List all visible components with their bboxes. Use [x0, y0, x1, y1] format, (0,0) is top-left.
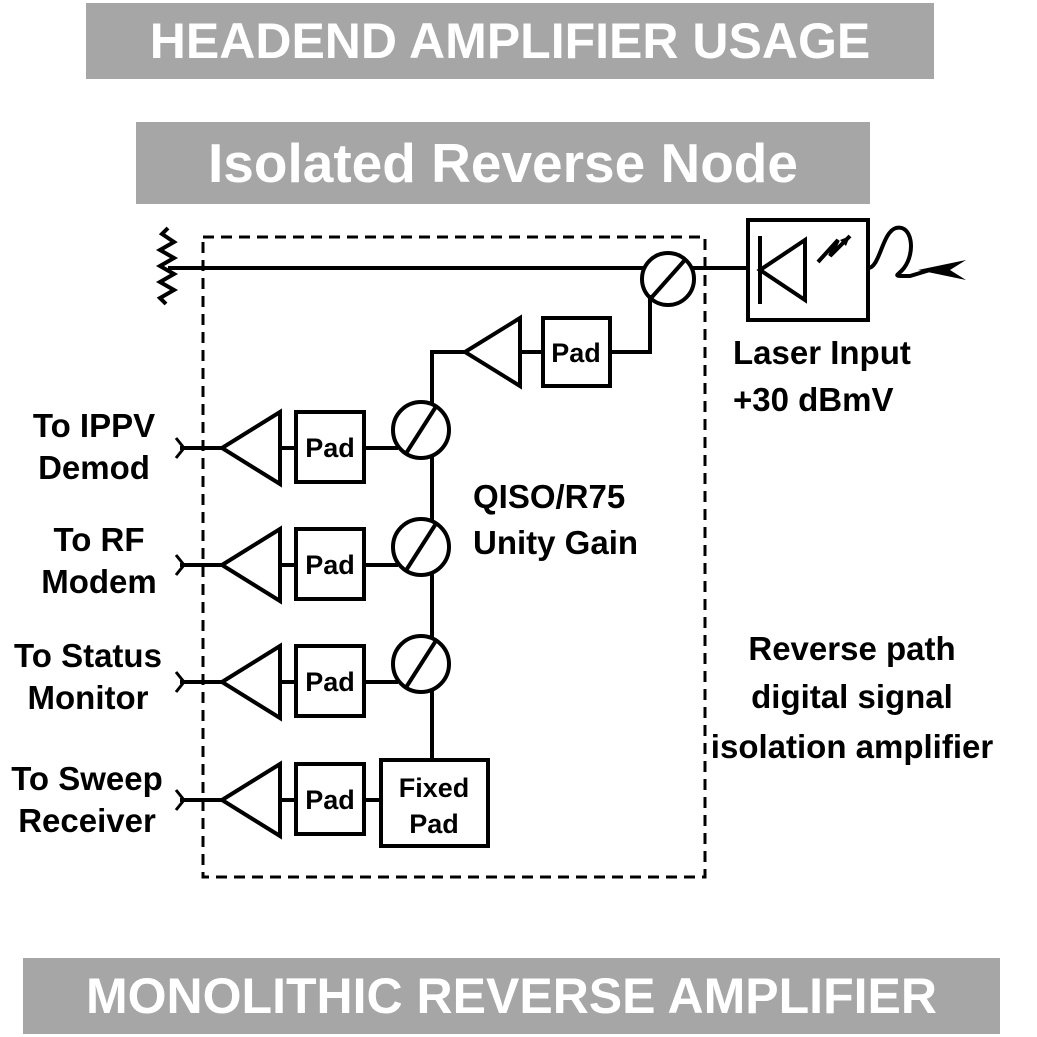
output-label-line2: Monitor — [28, 679, 149, 716]
output-branch-status-monitor: Pad — [174, 642, 398, 722]
description-line1: Reverse path — [748, 630, 955, 667]
output-port-icon — [174, 789, 186, 811]
output-branch-sweep-receiver: Pad — [174, 760, 381, 840]
output-branch-ippv: Pad — [174, 408, 398, 488]
svg-text:Pad: Pad — [305, 785, 355, 815]
description-line3: isolation amplifier — [711, 728, 994, 765]
fiber-loop-icon — [867, 225, 931, 279]
module-boundary — [201, 235, 707, 879]
output-amplifier-icon — [218, 525, 282, 605]
isolated-reverse-node-banner: Isolated Reverse Node — [136, 122, 870, 204]
output-label-line1: To Status — [14, 637, 162, 674]
upper-pad: Pad — [541, 316, 612, 388]
output-label-line1: To Sweep — [11, 760, 163, 797]
laser-level-label: +30 dBmV — [733, 381, 894, 418]
output-amplifier-icon — [218, 760, 282, 840]
output-port-icon — [174, 437, 186, 459]
output-port-icon — [174, 671, 186, 693]
tap-line — [610, 295, 652, 354]
output-label-line2: Demod — [38, 449, 150, 486]
splitter-coupler-3-icon — [391, 634, 451, 694]
svg-text:Fixed: Fixed — [399, 773, 470, 803]
description-line2: digital signal — [751, 678, 953, 715]
output-port-icon — [174, 554, 186, 576]
module-gain-label: Unity Gain — [473, 524, 638, 561]
splitter-coupler-2-icon — [391, 517, 451, 577]
fixed-pad: Fixed Pad — [379, 758, 490, 848]
output-amplifier-icon — [218, 408, 282, 488]
main-coupler-icon — [640, 251, 696, 307]
splitter-coupler-1-icon — [391, 400, 451, 460]
termination-resistor-icon — [155, 226, 179, 306]
svg-text:Pad: Pad — [551, 338, 601, 368]
output-label-line2: Receiver — [18, 802, 156, 839]
vertical-bus — [430, 350, 465, 760]
headend-amplifier-usage-banner: HEADEND AMPLIFIER USAGE — [86, 3, 934, 79]
fiber-connector-icon — [918, 260, 966, 280]
monolithic-reverse-amplifier-banner: MONOLITHIC REVERSE AMPLIFIER — [23, 958, 1000, 1034]
laser-transmitter-icon — [746, 218, 870, 322]
svg-text:Pad: Pad — [305, 667, 355, 697]
svg-text:Pad: Pad — [409, 809, 459, 839]
svg-text:Pad: Pad — [305, 550, 355, 580]
output-label-line2: Modem — [41, 563, 157, 600]
output-label-line1: To IPPV — [33, 407, 155, 444]
output-branch-rf-modem: Pad — [174, 525, 398, 605]
output-label-line1: To RF — [53, 521, 144, 558]
output-amplifier-icon — [218, 642, 282, 722]
module-model-label: QISO/R75 — [473, 478, 625, 515]
laser-input-label: Laser Input — [733, 334, 911, 371]
upper-amplifier-icon — [461, 314, 522, 390]
svg-text:Pad: Pad — [305, 433, 355, 463]
